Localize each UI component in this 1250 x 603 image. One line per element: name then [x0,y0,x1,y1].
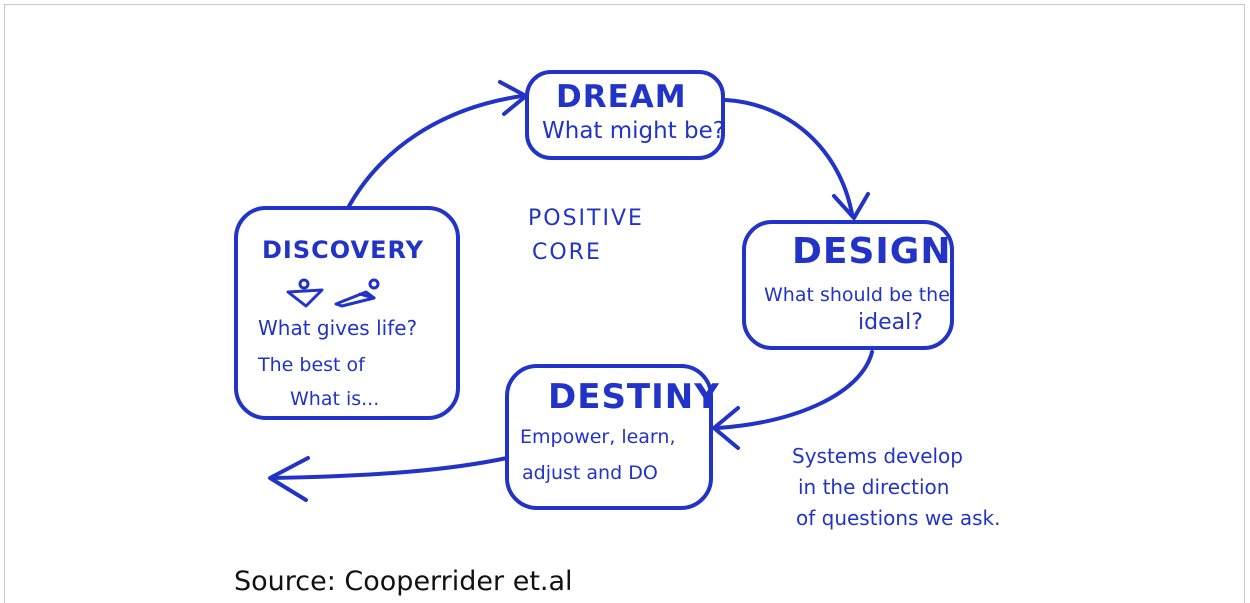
design-line1: What should be the [764,284,950,306]
positive-core-label-line1: POSITIVE [528,206,644,231]
source-citation: Source: Cooperrider et.al [234,566,573,597]
arrow-design-to-destiny [716,350,874,430]
people-sketch-icon [286,278,380,308]
arrowhead-outward [268,456,310,502]
arrow-discovery-to-dream [346,94,524,210]
discovery-line3: What is... [290,388,380,410]
discovery-line2: The best of [258,354,365,376]
note-line1: Systems develop [792,444,963,468]
image-frame [4,4,1245,603]
destiny-line2: adjust and DO [522,462,658,484]
design-line2: ideal? [858,310,923,335]
dream-title: DREAM [556,79,687,115]
arrow-destiny-outward [270,456,509,480]
destiny-title: DESTINY [548,377,720,417]
note-line3: of questions we ask. [796,506,1001,530]
dream-box [525,70,725,160]
design-title: DESIGN [792,231,952,272]
note-line2: in the direction [798,475,950,499]
discovery-line1: What gives life? [258,316,418,340]
arrowhead-dream [498,80,528,116]
arrow-dream-to-design [724,98,854,216]
arrowhead-design [832,192,870,220]
arrowhead-destiny [712,406,740,450]
destiny-line1: Empower, learn, [520,426,676,448]
discovery-title: DISCOVERY [262,236,425,264]
design-box [742,220,954,350]
destiny-box [505,364,713,510]
positive-core-label-line2: CORE [532,240,602,265]
dream-subtitle: What might be? [542,118,726,144]
